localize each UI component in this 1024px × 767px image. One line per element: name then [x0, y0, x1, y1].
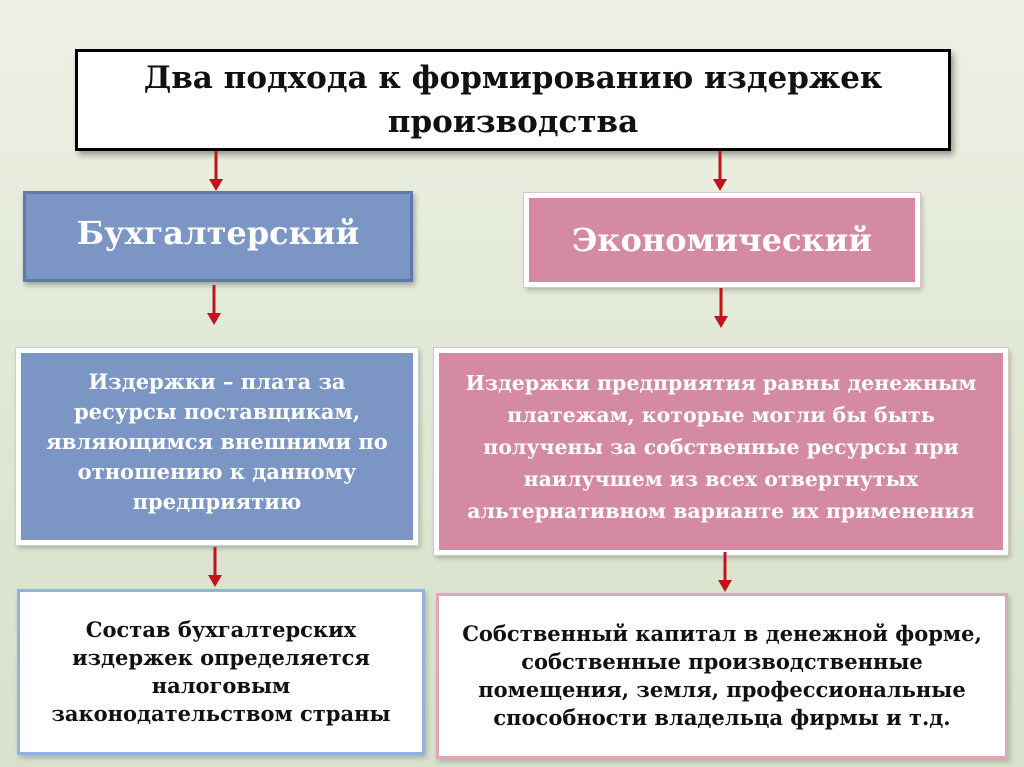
diagram-title-text: Два подхода к формированию издержек прои… — [143, 60, 883, 140]
economic-description-box: Издержки предприятия равны денежным плат… — [434, 348, 1008, 555]
accounting-approach-label: Бухгалтерский — [76, 213, 360, 252]
diagram-title: Два подхода к формированию издержек прои… — [75, 49, 951, 151]
economic-approach-label: Экономический — [571, 221, 873, 259]
accounting-description-box: Издержки – плата за ресурсы поставщикам,… — [16, 348, 418, 545]
arrow-title-to-economic — [713, 151, 727, 191]
accounting-detail-text: Состав бухгалтерских издержек определяет… — [51, 617, 391, 726]
accounting-description-text: Издержки – плата за ресурсы поставщикам,… — [46, 368, 388, 514]
accounting-approach-heading: Бухгалтерский — [23, 191, 413, 282]
economic-description-text: Издержки предприятия равны денежным плат… — [465, 370, 977, 523]
arrow-economic-to-description — [714, 288, 728, 328]
economic-detail-box: Собственный капитал в денежной форме, со… — [436, 593, 1008, 759]
arrow-economic-to-detail — [718, 552, 732, 592]
arrow-accounting-to-description — [207, 285, 221, 325]
arrow-title-to-accounting — [209, 151, 223, 191]
economic-approach-heading: Экономический — [524, 193, 920, 287]
arrow-accounting-to-detail — [208, 547, 222, 587]
economic-detail-text: Собственный капитал в денежной форме, со… — [462, 621, 982, 730]
accounting-detail-box: Состав бухгалтерских издержек определяет… — [17, 589, 425, 755]
